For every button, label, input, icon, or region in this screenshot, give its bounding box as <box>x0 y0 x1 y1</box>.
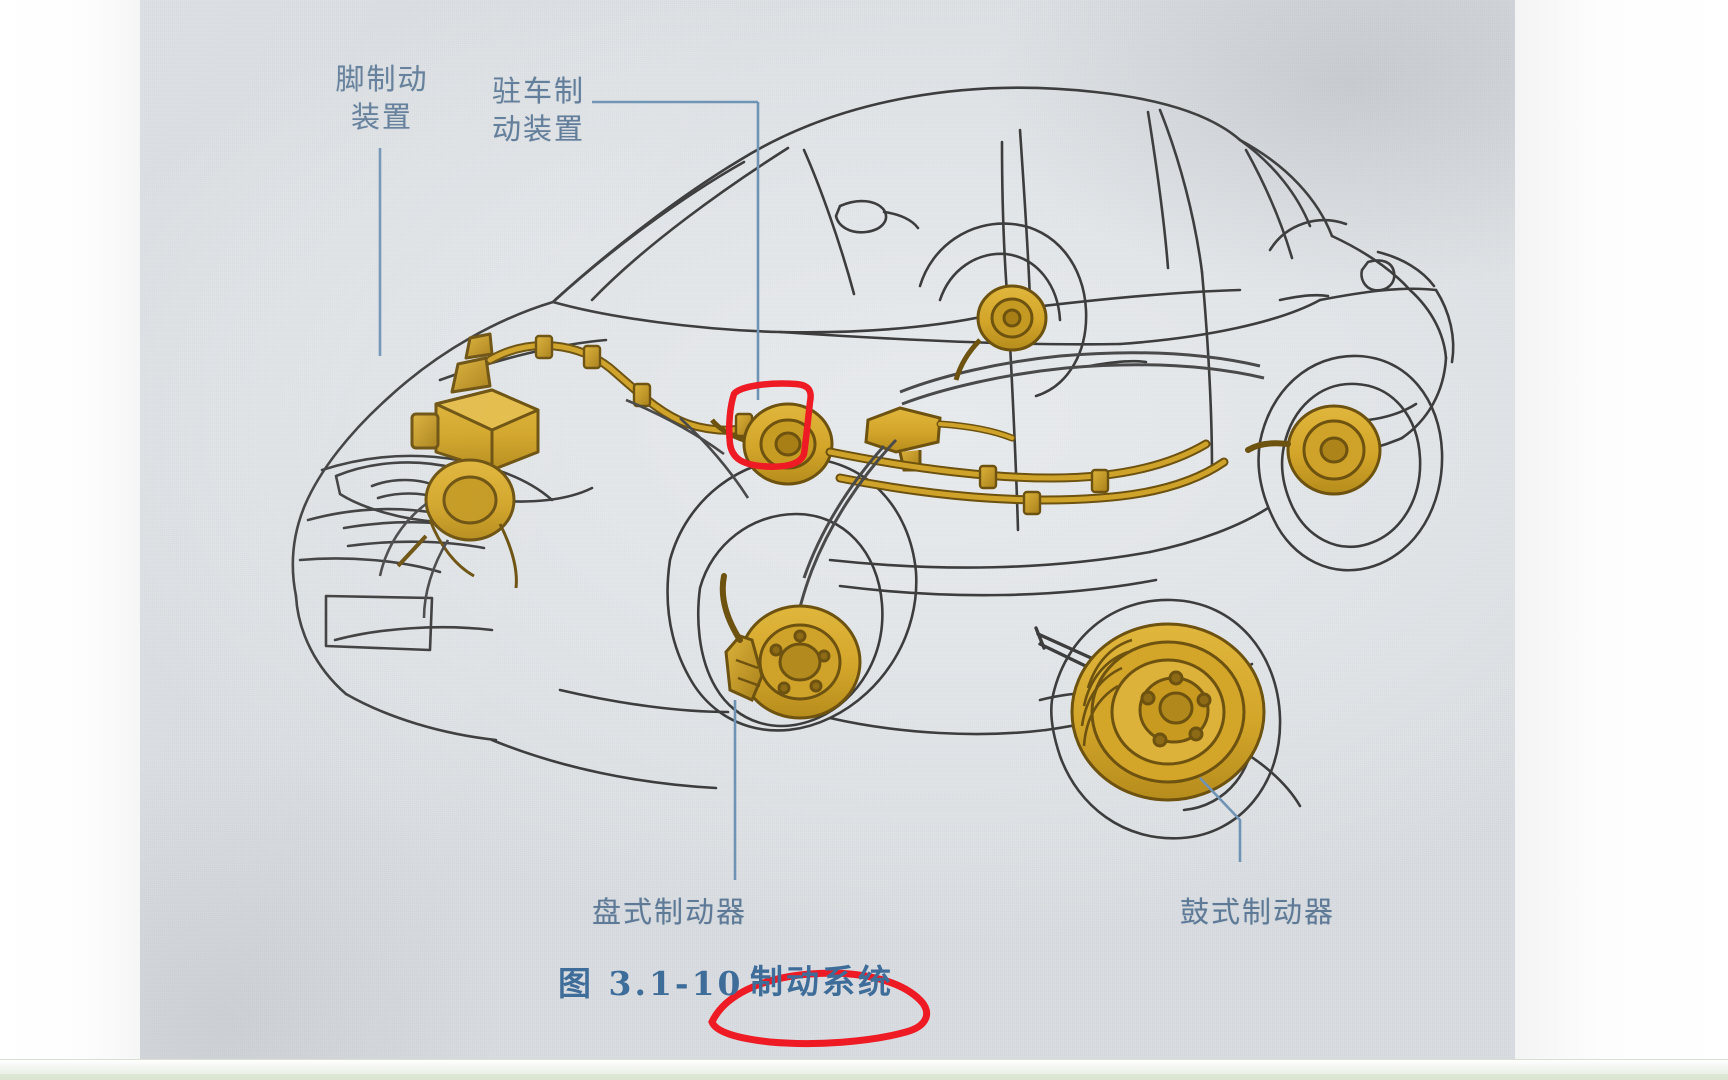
label-disc-brake: 盘式制动器 <box>592 895 748 929</box>
figure-caption-number: 图 3.1-10 <box>558 964 744 1003</box>
figure-caption-title: 制动系统 <box>750 962 894 1001</box>
bottom-status-bar <box>0 1059 1728 1080</box>
label-parking-brake: 驻车制 动装置 <box>492 74 586 146</box>
bottom-accent-strip <box>0 1074 1728 1080</box>
car-brake-system-illustration <box>291 86 1455 1048</box>
label-foot-brake: 脚制动 装置 <box>335 62 429 134</box>
label-drum-brake: 鼓式制动器 <box>1180 895 1336 929</box>
drum-brake-detail-inset <box>1034 598 1302 840</box>
scanned-figure-photo: 脚制动 装置 驻车制 动装置 盘式制动器 鼓式制动器 图 3.1-10 制动系统 <box>140 0 1515 1060</box>
brake-system-components <box>378 284 1382 720</box>
red-annotation-circle <box>708 969 931 1048</box>
car-body-outline <box>291 86 1455 790</box>
page-margin-right <box>1515 0 1728 1080</box>
page-margin-left <box>0 0 140 1080</box>
label-leader-lines <box>378 100 1242 880</box>
red-annotation-box <box>725 380 814 470</box>
